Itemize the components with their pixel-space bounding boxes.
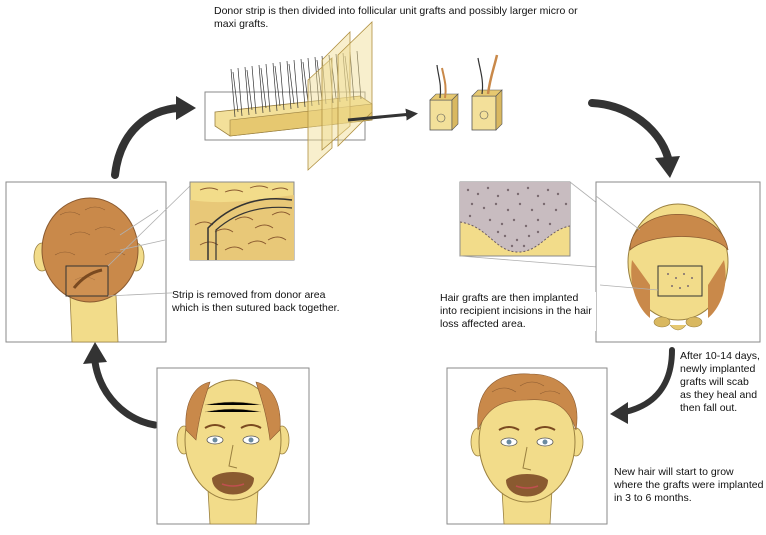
donor-head-back-panel — [5, 181, 191, 343]
caption-donor-strip-divided: Donor strip is then divided into follicu… — [214, 5, 578, 30]
arrow-face-to-donor — [91, 358, 159, 429]
arrow-donor-to-strip — [111, 104, 182, 179]
face-before-panel — [156, 367, 310, 525]
arrow-recipient-to-scab — [622, 347, 675, 415]
face-after-panel — [446, 367, 608, 525]
caption-new-hair-grow: New hair will start to grow where the gr… — [614, 466, 764, 504]
caption-scab-fall-out: After 10-14 days, newly implanted grafts… — [680, 350, 760, 414]
recipient-area-closeup-panel — [459, 181, 661, 273]
strip-closeup-panel — [189, 181, 295, 261]
strip-to-grafts-arrow — [347, 108, 418, 122]
caption-grafts-implanted: Hair grafts are then implanted into reci… — [440, 292, 596, 331]
arrow-grafts-to-recipient — [588, 99, 672, 162]
recipient-head-top-panel — [595, 181, 761, 343]
donor-strip-illustration — [214, 21, 373, 171]
incision-dots — [466, 186, 568, 248]
cycle-arrows — [83, 96, 680, 429]
donor-strip-panel — [204, 21, 418, 171]
caption-strip-removed: Strip is removed from donor area which i… — [172, 289, 340, 315]
graft-units-illustration — [429, 54, 503, 131]
